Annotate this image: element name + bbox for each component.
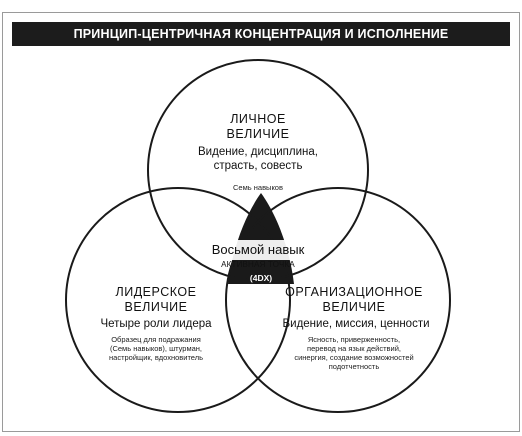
organizational-note: Ясность, приверженность, перевод на язык…	[294, 335, 414, 371]
center-label-backdrop	[206, 240, 310, 260]
circle-organizational-greatness	[225, 187, 451, 413]
organizational-heading: ОРГАНИЗАЦИОННОЕ ВЕЛИЧИЕ	[285, 285, 423, 314]
center-triangle	[228, 193, 294, 284]
leadership-qualities: Четыре роли лидера	[100, 318, 212, 330]
personal-qualities: Видение, дисциплина, страсть, совесть	[198, 146, 318, 172]
circle-leadership-greatness	[65, 187, 291, 413]
leadership-heading: ЛИДЕРСКОЕ ВЕЛИЧИЕ	[115, 285, 197, 314]
center-subtitle: АКТИВНАЯ ТОЧКА	[221, 260, 295, 269]
center-badge: (4DX)	[249, 273, 273, 283]
circle-personal-greatness	[147, 59, 369, 281]
personal-note: Семь навыков	[233, 183, 283, 192]
diagram-title: ПРИНЦИП-ЦЕНТРИЧНАЯ КОНЦЕНТРАЦИЯ И ИСПОЛН…	[73, 27, 449, 41]
leadership-note: Образец для подражания (Семь навыков), ш…	[109, 335, 203, 362]
center-title: Восьмой навык	[211, 242, 305, 257]
title-bar: ПРИНЦИП-ЦЕНТРИЧНАЯ КОНЦЕНТРАЦИЯ И ИСПОЛН…	[12, 22, 510, 46]
organizational-qualities: Видение, миссия, ценности	[282, 318, 430, 330]
diagram-frame	[2, 12, 520, 432]
personal-heading: ЛИЧНОЕ ВЕЛИЧИЕ	[226, 112, 290, 141]
